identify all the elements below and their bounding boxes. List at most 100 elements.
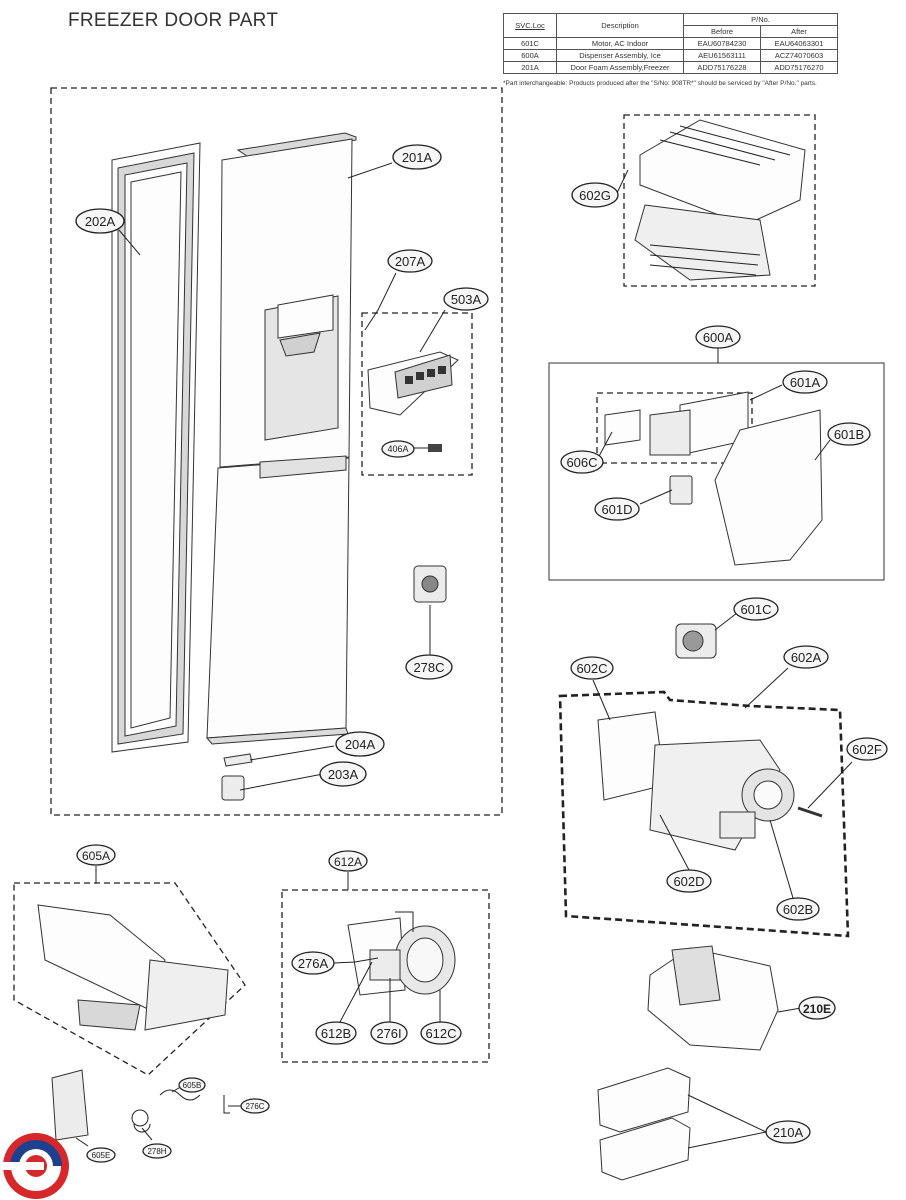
- cell-desc: Door Foam Assembly,Freezer: [556, 61, 684, 74]
- label-276a: 276A: [298, 956, 329, 971]
- label-601b: 601B: [834, 427, 864, 442]
- dispenser-cover-frame: [361, 312, 473, 476]
- label-210a: 210A: [773, 1125, 804, 1140]
- cell-before: ADD75176228: [683, 61, 761, 74]
- callout-601c: 601C: [733, 597, 779, 621]
- callout-207a: 207A: [387, 249, 433, 273]
- small-parts-cluster: [51, 1069, 230, 1141]
- freezer-door: [205, 132, 357, 745]
- label-605a: 605A: [82, 849, 110, 863]
- callout-602f: 602F: [846, 737, 888, 761]
- callout-601d: 601D: [594, 497, 640, 521]
- door-baskets: [597, 1067, 691, 1181]
- label-278c: 278C: [413, 660, 444, 675]
- callout-406a: 406A: [381, 440, 415, 458]
- callout-605e: 605E: [86, 1147, 116, 1163]
- ice-dispenser-assembly: [604, 391, 823, 566]
- label-602g: 602G: [579, 188, 611, 203]
- callout-612b: 612B: [315, 1021, 357, 1045]
- label-605e: 605E: [92, 1151, 111, 1160]
- callout-602d: 602D: [666, 869, 712, 893]
- auger-motor-assembly: [597, 711, 823, 851]
- callout-605b: 605B: [178, 1077, 206, 1093]
- callout-204a: 204A: [335, 731, 385, 757]
- callout-612a: 612A: [328, 850, 368, 872]
- ice-bin-cover: [634, 119, 806, 281]
- header-svc-loc: SVC.Loc: [503, 13, 557, 38]
- callout-612c: 612C: [420, 1021, 462, 1045]
- motor-assembly-frame: [281, 889, 490, 1063]
- callout-201a: 201A: [392, 144, 442, 170]
- table-note: *Part interchangeable: Products produced…: [503, 80, 817, 87]
- label-612c: 612C: [425, 1026, 456, 1041]
- label-601a: 601A: [790, 375, 821, 390]
- label-600a: 600A: [703, 330, 734, 345]
- callout-276a: 276A: [291, 951, 335, 975]
- label-602b: 602B: [783, 902, 813, 917]
- door-gasket: [111, 142, 201, 753]
- page-title: FREEZER DOOR PART: [68, 10, 279, 31]
- auger-housing: [37, 904, 229, 1031]
- ice-bucket: [647, 945, 779, 1051]
- label-204a: 204A: [345, 737, 376, 752]
- callout-278c: 278C: [405, 654, 453, 680]
- table-row: 601C Motor, AC Indoor EAU60784230 EAU640…: [503, 37, 838, 50]
- callout-601a: 601A: [782, 370, 828, 394]
- label-202a: 202A: [85, 214, 116, 229]
- label-606c: 606C: [566, 455, 597, 470]
- callout-602b: 602B: [776, 897, 820, 921]
- label-602c: 602C: [576, 661, 607, 676]
- ac-motor: [675, 623, 717, 659]
- leader-lines: [75, 162, 853, 1149]
- label-602d: 602D: [673, 874, 704, 889]
- label-201a: 201A: [402, 150, 433, 165]
- ice-bin-cover-frame: [623, 114, 816, 287]
- label-601c: 601C: [740, 602, 771, 617]
- label-278h: 278H: [147, 1147, 166, 1156]
- brand-logo: [0, 1133, 69, 1199]
- label-602a: 602A: [791, 650, 822, 665]
- callout-210a: 210A: [765, 1120, 811, 1144]
- callout-210e: 210E: [798, 996, 836, 1020]
- header-description: Description: [556, 13, 684, 38]
- callout-602c: 602C: [570, 656, 614, 680]
- table-row: 600A Dispenser Assembly, Ice AEU61563111…: [503, 49, 838, 62]
- small-connector: [428, 444, 442, 452]
- callout-276c: 276C: [240, 1098, 270, 1114]
- table-row: 201A Door Foam Assembly,Freezer ADD75176…: [503, 61, 838, 74]
- callout-606c: 606C: [560, 450, 604, 474]
- callout-605a: 605A: [76, 844, 116, 866]
- callout-202a: 202A: [75, 208, 125, 234]
- callout-278h: 278H: [142, 1143, 172, 1159]
- callout-503a: 503A: [443, 287, 489, 311]
- label-503a: 503A: [451, 292, 482, 307]
- damper-motor: [413, 565, 447, 603]
- label-601d: 601D: [601, 502, 632, 517]
- label-276i: 276I: [376, 1026, 401, 1041]
- auger-assembly-frame: [558, 690, 850, 938]
- hinge-parts: [221, 753, 253, 801]
- door-assembly-frame: [50, 87, 503, 816]
- ice-maker-motor-assembly: [347, 911, 456, 996]
- label-612b: 612B: [321, 1026, 351, 1041]
- label-203a: 203A: [328, 767, 359, 782]
- label-605b: 605B: [183, 1081, 202, 1090]
- ice-dispenser-frame: [548, 362, 885, 581]
- display-panel: [367, 351, 459, 416]
- label-276c: 276C: [245, 1102, 264, 1111]
- label-602f: 602F: [852, 742, 882, 757]
- label-207a: 207A: [395, 254, 426, 269]
- label-612a: 612A: [334, 855, 362, 869]
- callout-600a: 600A: [695, 325, 741, 349]
- callout-276i: 276I: [370, 1021, 408, 1045]
- label-210e: 210E: [803, 1002, 831, 1016]
- callout-601b: 601B: [827, 422, 871, 446]
- cell-after: ADD75176270: [760, 61, 838, 74]
- callout-602a: 602A: [783, 645, 829, 669]
- auger-housing-frame: [13, 882, 246, 1076]
- callout-203a: 203A: [319, 761, 367, 787]
- label-406a: 406A: [387, 444, 408, 454]
- part-change-table: SVC.Loc Description P/No. Before After 6…: [503, 13, 838, 74]
- callout-602g: 602G: [571, 182, 619, 208]
